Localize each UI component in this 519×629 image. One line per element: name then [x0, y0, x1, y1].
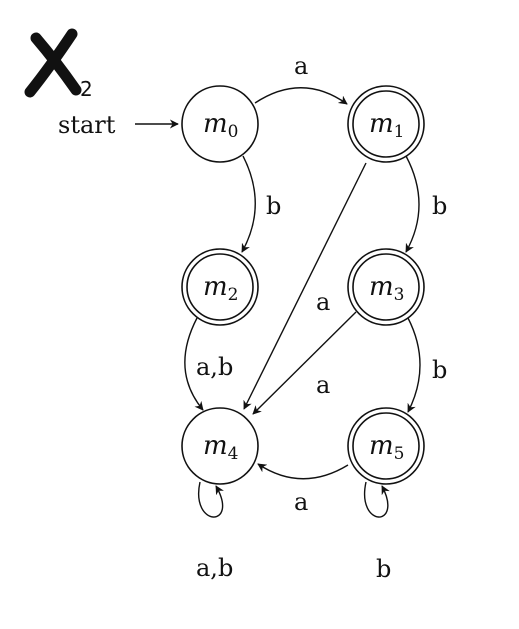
- state-label-m3: m3: [369, 272, 404, 305]
- edge-m0-m1: [254, 87, 348, 105]
- state-label-m0: m0: [203, 109, 238, 142]
- handwritten-annotation: 2: [24, 28, 93, 101]
- edge-label-m1-m3: b: [432, 192, 447, 220]
- edge-m5-m5: [363, 481, 390, 518]
- start-label: start: [58, 111, 116, 139]
- state-label-m2: m2: [203, 272, 238, 305]
- state-m4: m4: [181, 407, 259, 485]
- edge-label-m3-m5: b: [432, 356, 447, 384]
- edge-m4-m4: [197, 481, 224, 518]
- edge-m1-m3: [405, 155, 420, 253]
- edge-m0-m2: [241, 155, 256, 253]
- state-m1: m1: [347, 85, 425, 163]
- edge-label-m3-m4: a: [316, 371, 330, 399]
- edge-m1-m4: [243, 162, 367, 410]
- state-m3: m3: [347, 248, 425, 326]
- edge-m2-m4: [184, 317, 204, 411]
- edge-m3-m4: [252, 311, 357, 415]
- edge-label-m5-m5: b: [376, 555, 391, 583]
- edge-m3-m5: [407, 317, 421, 413]
- edge-label-m5-m4: a: [294, 488, 308, 516]
- edge-label-m0-m2: b: [266, 192, 281, 220]
- states: m0 m1 m2 m3 m4 m5: [181, 85, 425, 485]
- handwritten-subscript: 2: [80, 77, 93, 101]
- state-m0: m0: [181, 85, 259, 163]
- state-label-m4: m4: [203, 431, 238, 464]
- edge-label-m1-m4: a: [316, 288, 330, 316]
- state-m5: m5: [347, 407, 425, 485]
- handwritten-x-mark-stroke: [24, 28, 78, 98]
- state-m2: m2: [181, 248, 259, 326]
- edge-label-m2-m4: a,b: [196, 353, 233, 381]
- state-label-m5: m5: [369, 431, 404, 464]
- state-label-m1: m1: [369, 109, 404, 142]
- edge-m5-m4: [257, 463, 349, 480]
- edge-label-m4-m4: a,b: [196, 554, 233, 582]
- edge-label-m0-m1: a: [294, 52, 308, 80]
- transitions: a b b a a,b a b a a,b b: [184, 52, 447, 583]
